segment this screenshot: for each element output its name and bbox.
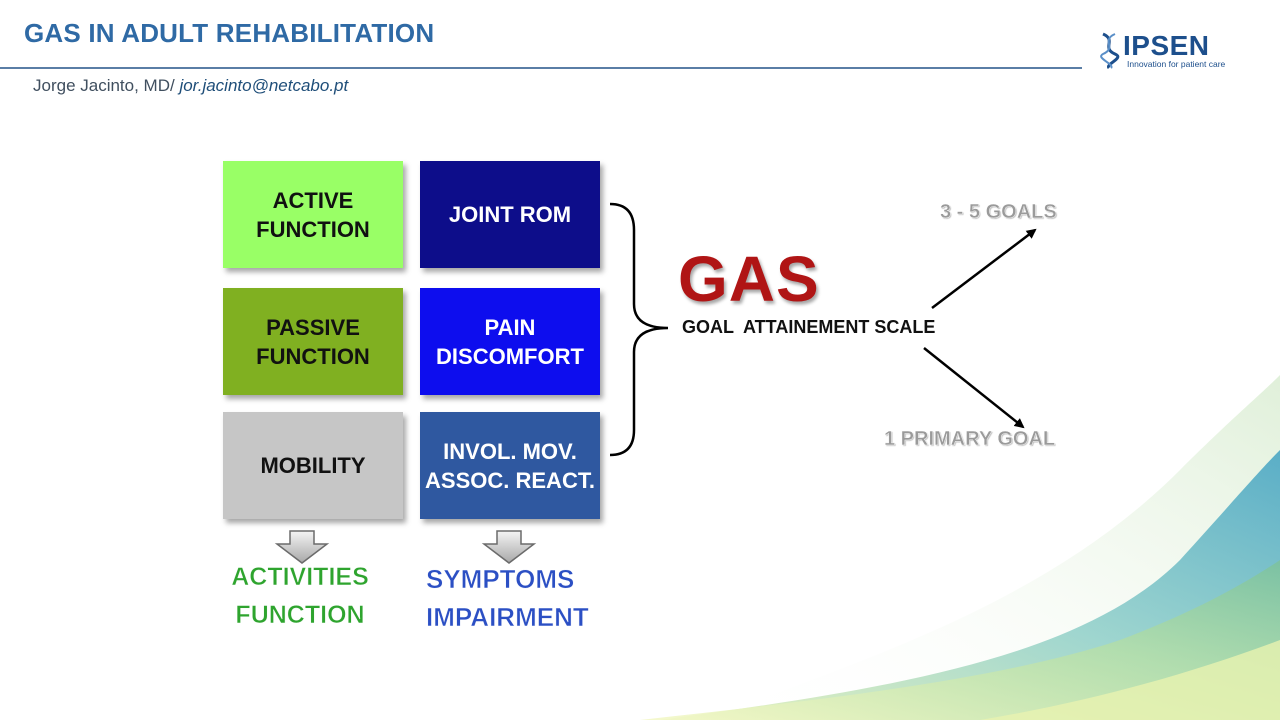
box-passive-function: PASSIVE FUNCTION [223, 288, 403, 395]
ipsen-logo: IPSEN Innovation for patient care [1097, 30, 1257, 72]
box-label: JOINT ROM [448, 202, 572, 227]
down-arrow-icon [481, 530, 537, 564]
gas-full-name: GOAL ATTAINEMENT SCALE [682, 317, 936, 337]
primary-goal-label: 1 PRIMARY GOAL [884, 428, 1056, 450]
slide-title: GAS IN ADULT REHABILITATION [24, 18, 435, 48]
box-joint-rom: JOINT ROM [420, 161, 600, 268]
author-line: Jorge Jacinto, MD/ jor.jacinto@netcabo.p… [33, 76, 348, 96]
outcome-symptoms-impairment: SYMPTOMS IMPAIRMENT [426, 564, 589, 633]
box-mobility: MOBILITY [223, 412, 403, 519]
box-label: ACTIVE FUNCTION [256, 187, 370, 242]
box-label: PASSIVE FUNCTION [256, 314, 370, 369]
box-active-function: ACTIVE FUNCTION [223, 161, 403, 268]
outcome-activities-function: ACTIVITIES FUNCTION [231, 563, 369, 630]
box-label: MOBILITY [260, 453, 366, 478]
author-email: jor.jacinto@netcabo.pt [179, 76, 349, 95]
gas-acronym: GAS [678, 243, 820, 315]
dna-helix-icon [1100, 32, 1120, 70]
header-divider [0, 67, 1082, 69]
down-arrow-icon [274, 530, 330, 564]
logo-wordmark: IPSEN [1123, 30, 1210, 61]
box-involuntary-movement: INVOL. MOV. ASSOC. REACT. [420, 412, 600, 519]
goal-count-label: 3 - 5 GOALS [940, 201, 1057, 223]
author-name: Jorge Jacinto, MD/ [33, 76, 180, 95]
box-label: PAIN DISCOMFORT [436, 314, 584, 369]
box-pain-discomfort: PAIN DISCOMFORT [420, 288, 600, 395]
logo-tagline: Innovation for patient care [1127, 59, 1226, 69]
box-label: INVOL. MOV. ASSOC. REACT. [425, 438, 595, 493]
